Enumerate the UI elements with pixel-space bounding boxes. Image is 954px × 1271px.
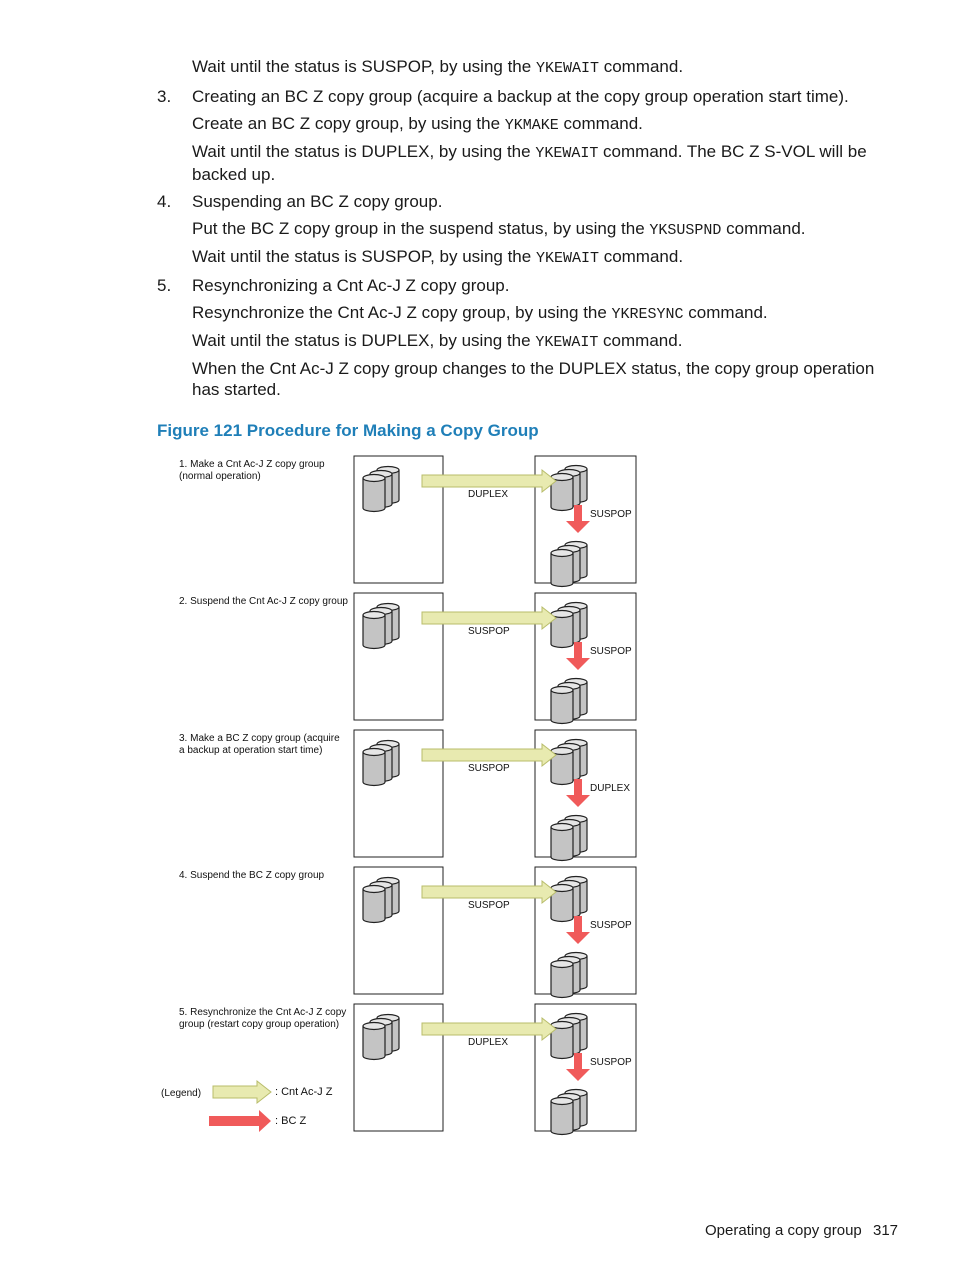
step-4-svol-icon <box>550 875 588 923</box>
legend-cnt-label: : Cnt Ac-J Z <box>275 1086 333 1098</box>
step-1-bc-status: SUSPOP <box>590 509 632 520</box>
step-3-bc-arrow <box>566 779 590 807</box>
step-5-pvol-icon <box>362 1013 400 1061</box>
cylinder-body <box>550 553 574 588</box>
step-5-cnt-status: DUPLEX <box>468 1037 508 1048</box>
cylinder-body <box>362 615 386 650</box>
cylinder-top <box>550 548 574 558</box>
cylinder-top <box>550 1096 574 1106</box>
cylinder-body <box>550 751 574 786</box>
figure-title: Figure 121 Procedure for Making a Copy G… <box>157 421 539 440</box>
step-2-label: 2. Suspend the Cnt Ac-J Z copy group <box>179 596 348 607</box>
step-4-bc-status: SUSPOP <box>590 920 632 931</box>
cylinder-body <box>550 690 574 725</box>
step-1-svol-icon <box>550 464 588 512</box>
para-wait-duplex-2: Wait until the status is DUPLEX, by usin… <box>192 331 683 351</box>
step-2-bc-status: SUSPOP <box>590 646 632 657</box>
step-3-label: a backup at operation start time) <box>179 745 322 756</box>
cylinder-top <box>550 822 574 832</box>
step-3-bc-svol-icon <box>550 814 588 862</box>
step-5-label: 5. Resynchronize the Cnt Ac-J Z copy <box>179 1007 346 1018</box>
step-5-cnt-arrow <box>421 1016 557 1042</box>
legend-bc-arrow <box>209 1110 271 1132</box>
para-suspend-bcz: Put the BC Z copy group in the suspend s… <box>192 219 806 239</box>
step-1-cnt-status: DUPLEX <box>468 489 508 500</box>
cylinder-body <box>362 1026 386 1061</box>
cylinder-top <box>362 1021 386 1031</box>
legend-title: (Legend) <box>161 1088 201 1099</box>
step-3-bc-status: DUPLEX <box>590 783 630 794</box>
step-3-number: 3. <box>157 87 172 106</box>
step-4-pvol-icon <box>362 876 400 924</box>
step-5-number: 5. <box>157 276 172 295</box>
step-3-svol-icon <box>550 738 588 786</box>
cylinder-top <box>362 610 386 620</box>
step-4-bc-arrow <box>566 916 590 944</box>
cylinder-body <box>362 478 386 513</box>
para-started: When the Cnt Ac-J Z copy group changes t… <box>192 359 875 399</box>
step-1-bc-svol-icon <box>550 540 588 588</box>
cylinder-body <box>362 889 386 924</box>
step-4-number: 4. <box>157 192 172 211</box>
step-2-cnt-status: SUSPOP <box>468 626 510 637</box>
step-1-bc-arrow <box>566 505 590 533</box>
step-4-bc-svol-icon <box>550 951 588 999</box>
step-3-cnt-status: SUSPOP <box>468 763 510 774</box>
step-4-title: Suspending an BC Z copy group. <box>192 192 443 211</box>
step-3-pvol-icon <box>362 739 400 787</box>
footer-page-number: 317 <box>873 1222 899 1239</box>
step-2-bc-svol-icon <box>550 677 588 725</box>
step-5-svol-icon <box>550 1012 588 1060</box>
cylinder-body <box>550 1101 574 1136</box>
para-wait-suspop-1: Wait until the status is SUSPOP, by usin… <box>192 57 684 77</box>
step-5-bc-arrow <box>566 1053 590 1081</box>
step-1-pvol-icon <box>362 465 400 513</box>
step-3-cnt-arrow <box>421 742 557 768</box>
para-wait-suspop-2: Wait until the status is SUSPOP, by usin… <box>192 247 684 267</box>
cylinder-body <box>550 1025 574 1060</box>
para-create-bcz: Create an BC Z copy group, by using the … <box>192 114 643 134</box>
step-4-cnt-arrow <box>421 879 557 905</box>
step-2-bc-arrow <box>566 642 590 670</box>
cylinder-body <box>550 477 574 512</box>
step-1-label: (normal operation) <box>179 471 261 482</box>
step-2-svol-icon <box>550 601 588 649</box>
step-3-label: 3. Make a BC Z copy group (acquire <box>179 733 340 744</box>
step-1-label: 1. Make a Cnt Ac-J Z copy group <box>179 459 325 470</box>
step-1-cnt-arrow <box>421 468 557 494</box>
cylinder-body <box>362 752 386 787</box>
para-resync-cnt: Resynchronize the Cnt Ac-J Z copy group,… <box>192 303 768 323</box>
step-4-label: 4. Suspend the BC Z copy group <box>179 870 325 881</box>
cylinder-top <box>362 884 386 894</box>
legend-bc-label: : BC Z <box>275 1115 306 1127</box>
cylinder-top <box>550 685 574 695</box>
legend-cnt-arrow <box>212 1079 272 1105</box>
cylinder-body <box>550 614 574 649</box>
cylinder-top <box>362 747 386 757</box>
step-5-bc-status: SUSPOP <box>590 1057 632 1068</box>
cylinder-top <box>550 959 574 969</box>
cylinder-top <box>362 473 386 483</box>
step-2-cnt-arrow <box>421 605 557 631</box>
cylinder-body <box>550 964 574 999</box>
footer-section: Operating a copy group <box>705 1222 862 1239</box>
cylinder-body <box>550 888 574 923</box>
step-5-label: group (restart copy group operation) <box>179 1019 339 1030</box>
cylinder-body <box>550 827 574 862</box>
step-4-cnt-status: SUSPOP <box>468 900 510 911</box>
step-5-bc-svol-icon <box>550 1088 588 1136</box>
step-3-title: Creating an BC Z copy group (acquire a b… <box>192 87 849 106</box>
step-5-title: Resynchronizing a Cnt Ac-J Z copy group. <box>192 276 510 295</box>
step-2-pvol-icon <box>362 602 400 650</box>
para-wait-duplex-1: Wait until the status is DUPLEX, by usin… <box>192 142 867 184</box>
